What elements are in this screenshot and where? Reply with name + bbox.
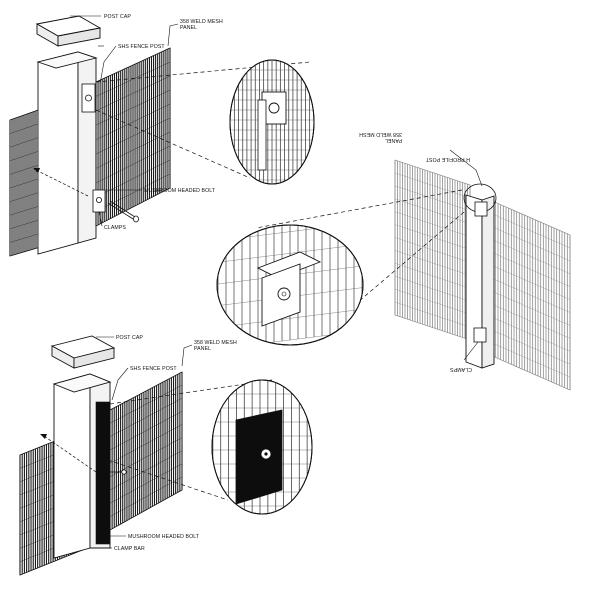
middle-right-mesh-panel xyxy=(489,199,571,391)
bottom-right-mesh-panel xyxy=(109,371,183,531)
bottom-leader-lines xyxy=(96,336,193,549)
top-post-cap-label: POST CAP xyxy=(104,14,131,20)
top-mesh-panel-label-line2: PANEL xyxy=(180,25,197,31)
top-mushroom-bolt xyxy=(107,200,139,223)
middle-left-mesh-panel xyxy=(394,159,471,341)
bottom-mesh-panel-label-line2: PANEL xyxy=(194,346,211,352)
bottom-clamp-bar xyxy=(95,401,111,545)
top-clamp-lower xyxy=(92,189,106,213)
middle-leader-lines xyxy=(449,149,483,361)
middle-assembly: 358 WELD MESH PANEL H PROFILE POST CLAMP… xyxy=(359,131,571,391)
top-right-mesh-panel xyxy=(95,47,171,227)
top-fence-post-label: SHS FENCE POST xyxy=(118,44,165,50)
middle-clamps-label: CLAMPS xyxy=(450,366,472,372)
middle-mesh-panel-label-line1: 358 WELD MESH xyxy=(359,131,402,137)
top-assembly: POST CAP 358 WELD MESH PANEL SHS FENCE P… xyxy=(9,14,223,257)
top-clamps-label: CLAMPS xyxy=(104,225,126,231)
bottom-clamp-bar-label: CLAMP BAR xyxy=(114,546,145,552)
bottom-detail-bubble xyxy=(107,379,313,515)
middle-left-mesh-wires xyxy=(394,159,471,341)
top-post-cap xyxy=(35,15,102,47)
top-clamp-upper xyxy=(81,83,96,113)
bottom-post-cap-label: POST CAP xyxy=(116,335,143,341)
bottom-fence-post-label: SHS FENCE POST xyxy=(130,366,177,372)
middle-mesh-panel-label-line2: PANEL xyxy=(385,137,402,143)
bottom-assembly: POST CAP 358 WELD MESH PANEL SHS FENCE P… xyxy=(19,335,237,576)
bottom-bolt-label: MUSHROOM HEADED BOLT xyxy=(128,534,200,540)
bottom-mesh-panel-label-line1: 358 WELD MESH xyxy=(194,340,237,346)
middle-h-post-label: H PROFILE POST xyxy=(425,156,470,162)
bottom-detail-clamp-bar xyxy=(235,409,283,505)
bottom-right-mesh-wires xyxy=(109,371,183,531)
bottom-mushroom-bolt xyxy=(100,469,127,475)
top-bolt-label: MUSHROOM HEADED BOLT xyxy=(144,188,216,194)
middle-h-post xyxy=(463,183,497,369)
bottom-install-arrow xyxy=(40,434,97,473)
top-detail-bolt-head xyxy=(268,102,280,114)
top-mesh-panel-label-line1: 358 WELD MESH xyxy=(180,19,223,25)
top-install-arrow xyxy=(33,168,89,197)
middle-detail-bolt-head xyxy=(277,287,291,301)
top-fence-post xyxy=(36,51,98,255)
bottom-post-cap xyxy=(50,335,116,369)
top-leader-lines xyxy=(70,15,179,227)
